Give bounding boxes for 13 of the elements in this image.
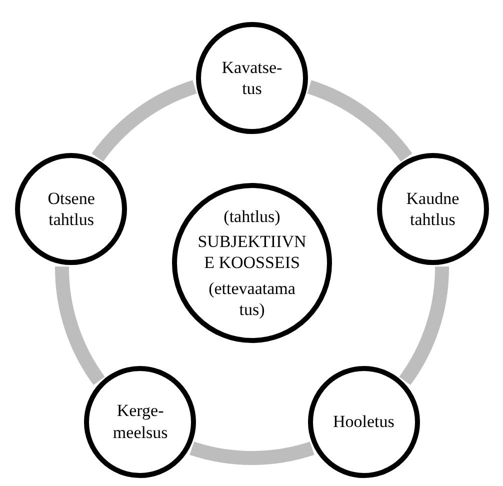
node-label: Kerge- meelsus — [112, 400, 169, 443]
ring-connector — [190, 441, 314, 465]
ring-connector — [398, 266, 449, 385]
node-label: Kaudne tahtlus — [405, 188, 460, 231]
ring-connector — [92, 80, 198, 162]
ring-connector — [55, 266, 106, 385]
node-label: SUBJEKTIIVN E KOOSSEIS — [196, 231, 308, 274]
node-label: (tahtlus) — [222, 206, 282, 228]
node-label: Kavatse- tus — [220, 56, 284, 100]
node-label: (ettevaatama tus) — [208, 278, 296, 320]
node-label: Hooletus — [332, 411, 396, 432]
node-label: Otsene tahtlus — [46, 188, 96, 231]
ring-connector — [306, 80, 412, 162]
